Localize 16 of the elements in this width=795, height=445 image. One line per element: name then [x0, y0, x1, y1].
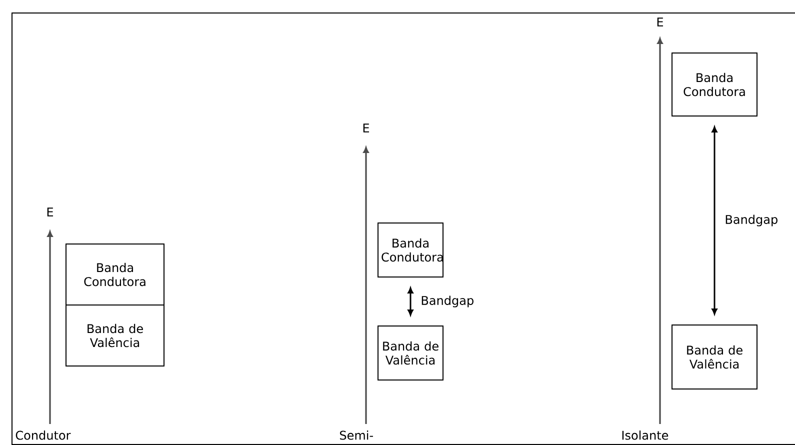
edge-label: Bandgap — [726, 214, 778, 226]
axis-label: E — [657, 18, 664, 26]
edge-label: Bandgap — [422, 296, 474, 308]
band-box: Banda de Valência — [378, 326, 444, 380]
axis-label: E — [363, 124, 370, 132]
axis-label: Isolante — [622, 430, 668, 440]
axis-label: E — [47, 208, 54, 216]
band-box: Banda de Valência — [66, 304, 164, 366]
band-box: Banda Condutora — [672, 52, 758, 116]
double-arrow — [712, 126, 718, 315]
axis-label: Condutor — [16, 430, 71, 440]
double-arrow — [408, 287, 414, 316]
axis-label: Semi- — [340, 430, 373, 440]
band-box: Banda Condutora — [66, 244, 164, 306]
band-box: Banda Condutora — [378, 222, 444, 278]
band-box: Banda de Valência — [672, 324, 758, 390]
